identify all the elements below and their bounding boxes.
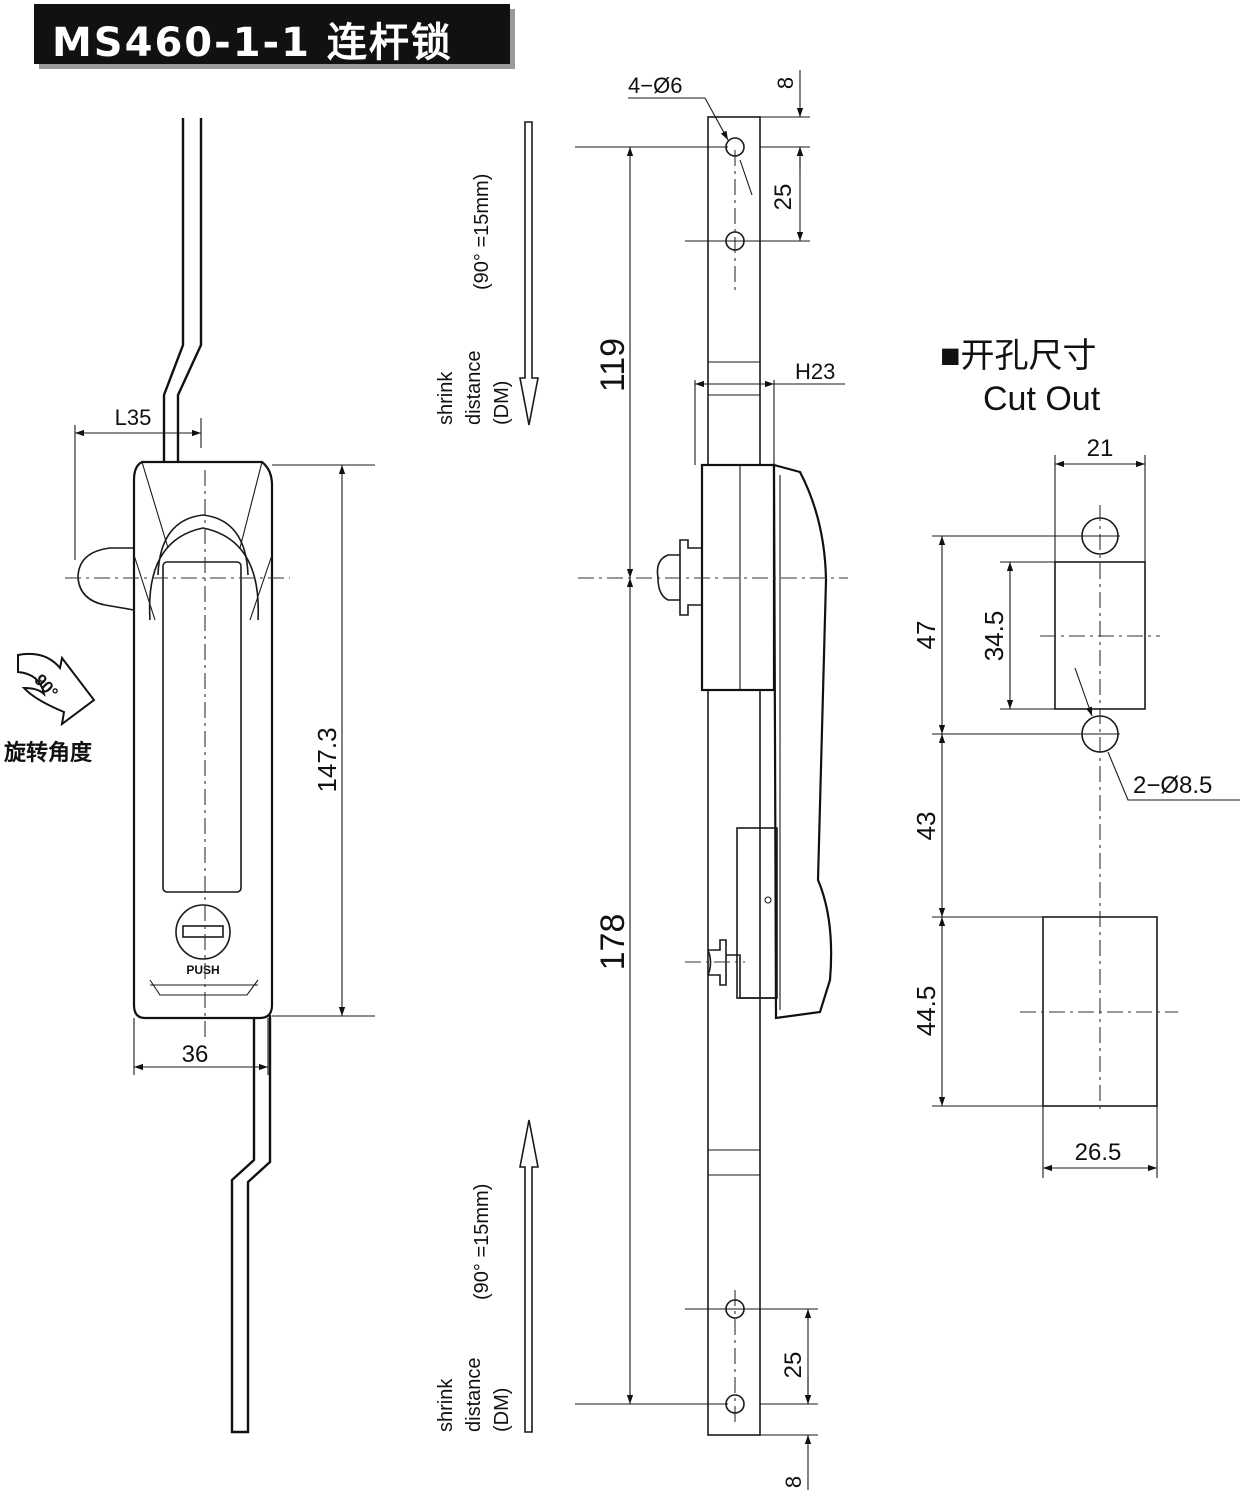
dim-147-3: 147.3 — [312, 727, 342, 792]
svg-text:(90° =15mm): (90° =15mm) — [471, 174, 493, 290]
upper-rod — [162, 118, 203, 470]
key-cylinder — [175, 904, 231, 960]
dim-26-5: 26.5 — [1075, 1139, 1122, 1166]
dim-43: 43 — [911, 812, 941, 841]
dim-34-5: 34.5 — [979, 611, 1009, 662]
dim-8-top: 8 — [773, 77, 798, 89]
dim-25-top: 25 — [770, 184, 797, 211]
lower-rod — [230, 1015, 272, 1434]
handle-profile — [772, 463, 833, 1020]
svg-text:(DM): (DM) — [491, 1388, 513, 1432]
dim-h23: H23 — [795, 359, 835, 384]
svg-text:distance: distance — [463, 351, 485, 426]
handle-knob — [77, 547, 135, 611]
dim-21: 21 — [1087, 435, 1114, 462]
dim-36: 36 — [182, 1041, 209, 1068]
rotation-arrow-icon — [17, 652, 96, 727]
dim-25-bottom: 25 — [780, 1352, 807, 1379]
dim-8-bottom: 8 — [781, 1476, 806, 1488]
cutout-holes: 2−Ø8.5 — [1133, 772, 1212, 799]
dim-178: 178 — [594, 914, 632, 971]
rotation-label: 旋转角度 — [4, 740, 93, 765]
handle-grip — [162, 561, 242, 893]
drawing-title: MS460-1-1 连杆锁 — [52, 20, 453, 66]
rod-bar — [707, 116, 761, 1436]
svg-text:distance: distance — [463, 1358, 485, 1433]
front-view: PUSH L35 147.3 36 90° 旋转角度 — [4, 118, 375, 1434]
lock-body — [132, 460, 274, 1020]
holes-top: 4−Ø6 — [628, 73, 682, 98]
svg-text:shrink: shrink — [435, 1378, 457, 1432]
dim-44-5: 44.5 — [911, 986, 941, 1037]
cutout-heading-en: Cut Out — [983, 380, 1101, 418]
dim-47: 47 — [911, 621, 941, 650]
dim-l35: L35 — [115, 405, 152, 430]
svg-text:shrink: shrink — [435, 371, 457, 425]
push-label: PUSH — [186, 963, 219, 977]
cutout-view: ■开孔尺寸 Cut Out 21 47 34.5 2−Ø8.5 43 — [911, 337, 1240, 1178]
shrink-distance-top: shrink distance (DM) (90° =15mm) — [435, 121, 539, 426]
shrink-distance-bottom: shrink distance (DM) (90° =15mm) — [435, 1119, 539, 1433]
title-bar: MS460-1-1 连杆锁 — [34, 4, 510, 66]
side-view: 4−Ø6 119 178 H23 8 25 25 8 — [575, 70, 848, 1490]
dim-119: 119 — [594, 338, 632, 392]
svg-text:(DM): (DM) — [491, 381, 513, 425]
svg-text:(90° =15mm): (90° =15mm) — [471, 1184, 493, 1300]
cutout-heading-cn: ■开孔尺寸 — [940, 337, 1097, 375]
latch-block — [736, 827, 778, 999]
